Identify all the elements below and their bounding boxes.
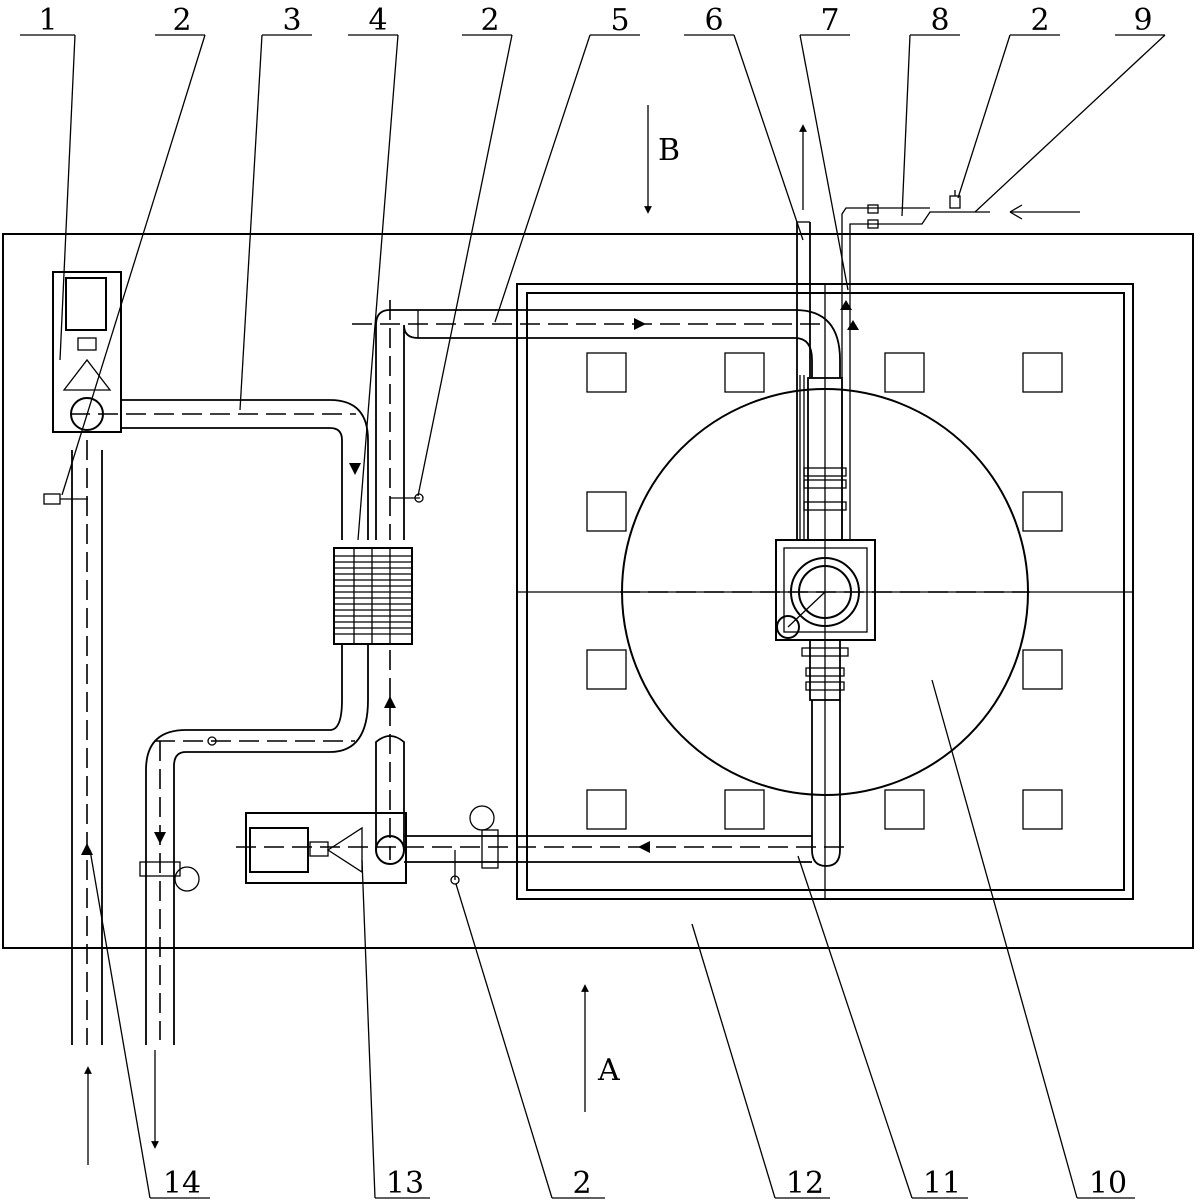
- callout-bottom-3: 2: [572, 1166, 591, 1201]
- exhaust-pipe-6: [796, 124, 811, 540]
- callout-top-5: 2: [480, 3, 499, 38]
- callout-top-11: 9: [1133, 3, 1152, 38]
- inlet-pipe-14: [43, 397, 104, 1165]
- callout-top-4: 4: [368, 3, 387, 38]
- callout-leaders-top: [20, 34, 1166, 541]
- callout-top-2: 2: [172, 3, 191, 38]
- drain-pipe: [139, 644, 369, 1149]
- motor-unit-1: [52, 271, 122, 433]
- callout-bottom-6: 10: [1089, 1166, 1127, 1201]
- callout-top-6: 5: [610, 3, 629, 38]
- heat-exchanger: [333, 547, 413, 645]
- riser-upper: [799, 375, 847, 541]
- callout-top-10: 2: [1030, 3, 1049, 38]
- callout-bottom-5: 11: [923, 1166, 961, 1201]
- callout-bottom-2: 13: [386, 1166, 424, 1201]
- callout-top-7: 6: [704, 3, 723, 38]
- feed-lines-7-8: [840, 190, 1080, 540]
- callout-top-1: 1: [38, 3, 57, 38]
- callout-top-3: 3: [282, 3, 301, 38]
- view-label-b: B: [658, 133, 680, 168]
- riser-lower: [801, 639, 849, 867]
- callout-top-9: 8: [930, 3, 949, 38]
- callout-bottom-1: 14: [163, 1166, 201, 1201]
- pump-unit-13: [236, 650, 845, 884]
- pipe-3: [70, 399, 369, 540]
- callout-top-8: 7: [820, 3, 839, 38]
- view-label-a: A: [597, 1053, 620, 1088]
- return-pipe-11: [404, 805, 812, 885]
- callout-bottom-4: 12: [786, 1166, 824, 1201]
- support-squares: [586, 352, 1063, 830]
- callout-leaders-bottom: [89, 679, 1135, 1199]
- pipe-5: [352, 300, 841, 540]
- base-platform: [2, 233, 1194, 949]
